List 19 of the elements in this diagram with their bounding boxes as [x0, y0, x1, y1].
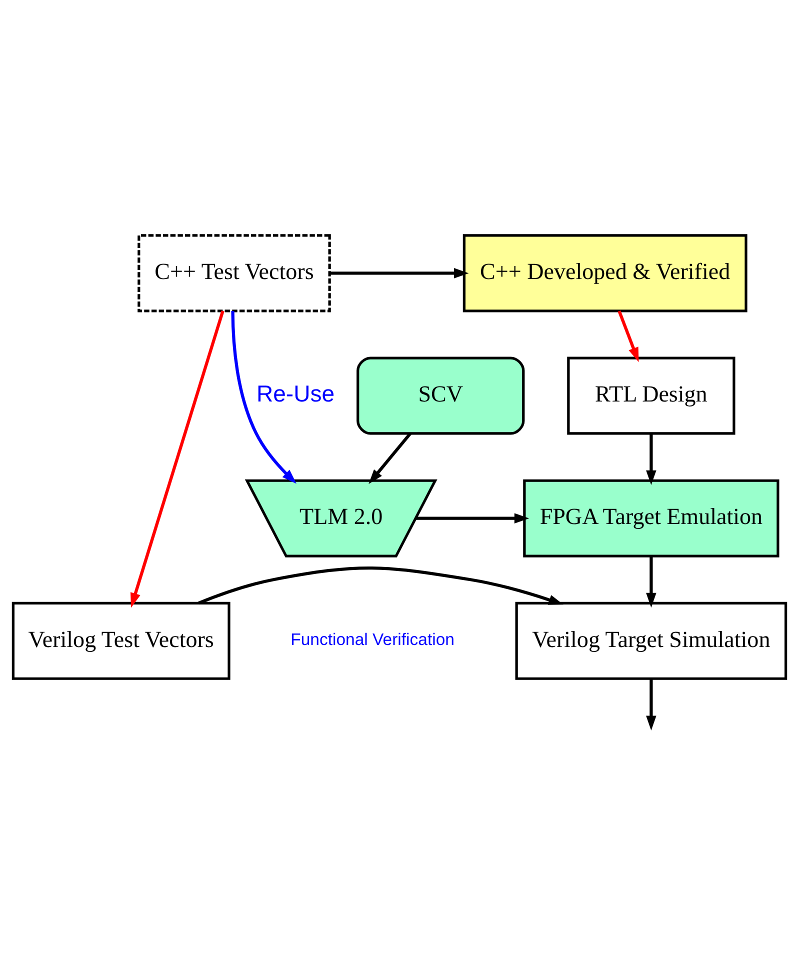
- arrow: [329, 268, 468, 278]
- node-box: RTL Design: [566, 356, 735, 434]
- arrow: [230, 310, 296, 484]
- arrow: [130, 310, 224, 608]
- edge-label: Re-Use: [256, 380, 334, 406]
- node-box: Verilog Target Simulation: [514, 601, 787, 680]
- arrow: [617, 310, 638, 362]
- node-box: Verilog Test Vectors: [11, 601, 230, 680]
- arrow: [646, 556, 656, 608]
- arrow: [197, 566, 563, 604]
- node-box: C++ Test Vectors: [137, 234, 330, 312]
- label: Functional Verification: [290, 629, 454, 648]
- arrow: [368, 432, 411, 484]
- node-box: FPGA Target Emulation: [522, 478, 779, 557]
- arrow: [415, 512, 529, 523]
- node-box: SCV: [356, 356, 524, 434]
- arrow: [646, 433, 656, 485]
- arrow: [646, 678, 656, 730]
- node-box: C++ Developed & Verified: [462, 234, 747, 312]
